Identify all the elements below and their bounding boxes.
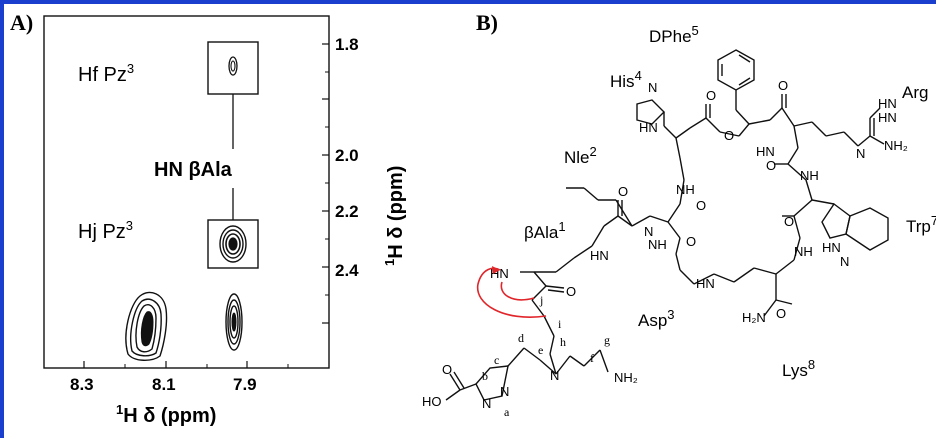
x-axis-label: 1H δ (ppm)	[116, 402, 216, 427]
svg-text:NH: NH	[794, 244, 813, 259]
svg-text:j: j	[539, 293, 543, 307]
contour-hj	[219, 225, 247, 263]
position-letters: a b c d e f g h i j	[482, 293, 610, 419]
imidazole-ring	[636, 99, 665, 125]
panel-a-letter: A)	[10, 10, 33, 35]
svg-text:N: N	[856, 146, 865, 161]
spectrum-frame	[43, 15, 330, 369]
svg-text:N: N	[644, 224, 653, 239]
atom-labels: HN NH O O O HN N HN HN NH₂ N NH O O NH H…	[422, 78, 908, 411]
svg-text:HN: HN	[590, 248, 609, 263]
panel-a: A) 1.8 2.0 2.2 2.4	[10, 10, 407, 427]
svg-text:HN: HN	[878, 96, 897, 111]
noe-arrow-inner	[500, 281, 535, 301]
contour-hf	[228, 56, 238, 76]
svg-text:O: O	[696, 198, 706, 213]
svg-text:O: O	[618, 184, 628, 199]
svg-text:d: d	[518, 331, 524, 345]
figure-canvas: A) 1.8 2.0 2.2 2.4	[10, 10, 936, 427]
svg-text:N: N	[550, 368, 559, 383]
contour-lower-right	[225, 293, 243, 351]
svg-text:NH₂: NH₂	[614, 370, 638, 385]
svg-text:O: O	[724, 128, 734, 143]
x-tick-8-3: 8.3	[70, 375, 94, 394]
svg-text:NH: NH	[648, 237, 667, 252]
y-tick-2-4: 2.4	[335, 261, 359, 280]
svg-text:HN: HN	[696, 276, 715, 291]
svg-text:b: b	[482, 369, 488, 383]
svg-text:O: O	[776, 306, 786, 321]
svg-text:N: N	[500, 384, 509, 399]
indole-pyrrole	[821, 202, 851, 239]
svg-text:HN: HN	[878, 110, 897, 125]
svg-text:HN: HN	[639, 120, 658, 135]
svg-text:NH₂: NH₂	[884, 138, 908, 153]
svg-text:HN: HN	[756, 144, 775, 159]
svg-text:N: N	[648, 80, 657, 95]
noe-arrow-outer	[476, 267, 547, 318]
svg-text:O: O	[442, 362, 452, 377]
svg-text:O: O	[778, 78, 788, 93]
svg-text:O: O	[784, 214, 794, 229]
panel-b: B) DPhe5 His4 Arg Nle2 Trp7 βAla1 Asp3 L…	[422, 10, 936, 419]
svg-text:O: O	[706, 88, 716, 103]
svg-text:h: h	[560, 335, 566, 349]
svg-text:O: O	[686, 234, 696, 249]
svg-text:i: i	[558, 317, 562, 331]
svg-text:N: N	[840, 254, 849, 269]
peak-hf-label: Hf Pz3	[78, 61, 134, 86]
peak-hj-label: Hj Pz3	[78, 218, 133, 243]
y-tick-2-0: 2.0	[335, 146, 359, 165]
svg-text:NH: NH	[676, 182, 695, 197]
y-tick-1-8: 1.8	[335, 35, 359, 54]
residue-bala-label: βAla1	[524, 219, 566, 242]
svg-text:O: O	[566, 284, 576, 299]
svg-text:HO: HO	[422, 394, 442, 409]
svg-text:N: N	[482, 396, 491, 411]
x-axis-ticks	[83, 361, 289, 368]
y-axis-ticks	[322, 43, 329, 324]
svg-text:NH: NH	[800, 168, 819, 183]
svg-text:H₂N: H₂N	[742, 310, 766, 325]
residue-nle-label: Nle2	[564, 144, 597, 167]
pyrazole-ring	[475, 365, 509, 401]
indole-benzene	[845, 207, 889, 251]
noe-arrows	[476, 266, 547, 318]
svg-text:g: g	[604, 333, 610, 347]
svg-text:c: c	[494, 353, 499, 367]
svg-text:f: f	[590, 351, 594, 365]
x-tick-8-1: 8.1	[152, 375, 176, 394]
contour-lower-left	[125, 291, 168, 361]
x-tick-7-9: 7.9	[233, 375, 257, 394]
svg-text:O: O	[766, 158, 776, 173]
panel-b-letter: B)	[476, 10, 498, 35]
peak-hf-box	[207, 41, 259, 95]
phenyl-ring	[717, 49, 755, 91]
residue-arg-label: Arg	[902, 83, 928, 102]
residue-dphe-label: DPhe5	[649, 23, 699, 46]
residue-his-label: His4	[610, 68, 642, 91]
molecule-bonds	[445, 49, 889, 401]
hn-bala-label: HN βAla	[154, 159, 233, 181]
y-axis-label: 1H δ (ppm)	[382, 166, 407, 266]
residue-trp-label: Trp7	[906, 213, 936, 236]
residue-lys-label: Lys8	[782, 357, 815, 380]
residue-asp-label: Asp3	[638, 307, 675, 330]
svg-text:HN: HN	[822, 240, 841, 255]
svg-text:a: a	[504, 405, 510, 419]
y-tick-2-2: 2.2	[335, 202, 359, 221]
svg-text:e: e	[538, 343, 543, 357]
